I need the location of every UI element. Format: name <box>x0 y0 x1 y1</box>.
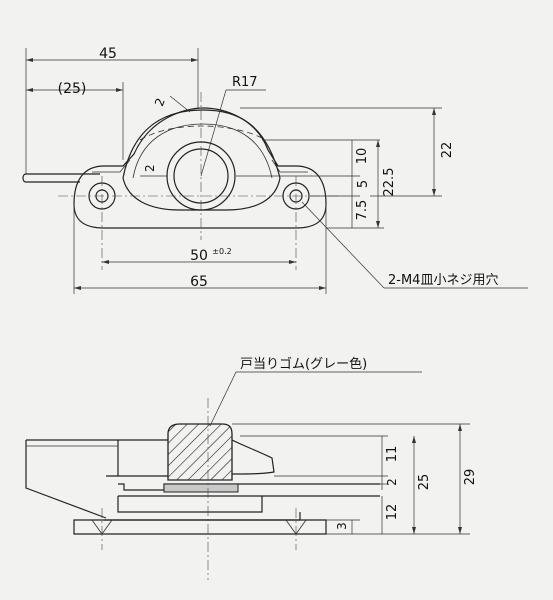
dim-50: 50 <box>190 248 208 264</box>
dim-50-tolerance: ±0.2 <box>212 247 231 256</box>
dim-3: 3 <box>335 522 349 530</box>
body-lower-contour <box>122 177 281 211</box>
dome-inner-line <box>132 123 273 179</box>
gasket <box>163 483 239 493</box>
slide-plate <box>118 483 380 497</box>
dim-29: 29 <box>463 469 478 486</box>
dim-22-5: 22.5 <box>382 168 397 197</box>
base-step <box>104 496 301 521</box>
dome-hidden-line <box>139 125 263 141</box>
dim-11: 11 <box>385 446 400 463</box>
leader-screw-hole <box>301 201 385 289</box>
housing-outline <box>25 439 168 519</box>
dim-2-side: 2 <box>385 478 399 486</box>
leader-stopper <box>209 371 237 427</box>
latch-tab <box>22 173 100 183</box>
leader-gap-top <box>169 95 191 113</box>
dim-10: 10 <box>355 148 370 165</box>
dim-12: 12 <box>385 504 400 521</box>
dim-25: (25) <box>58 81 87 97</box>
dim-22: 22 <box>440 142 455 159</box>
leader-r17 <box>200 89 227 177</box>
rubber-stopper <box>167 423 233 481</box>
callout-stopper: 戸当りゴム(グレー色) <box>240 356 367 372</box>
dim-5: 5 <box>356 180 371 188</box>
top-view: 45 (25) R17 2 2 10 5 7.5 22.5 <box>22 46 528 294</box>
side-view: 戸当りゴム(グレー色) 11 2 12 3 25 29 <box>25 356 478 580</box>
dim-r17: R17 <box>232 75 258 90</box>
callout-screw-hole: 2-M4皿小ネジ用穴 <box>388 273 498 288</box>
dim-7-5: 7.5 <box>355 200 370 221</box>
dome-outer <box>122 109 281 179</box>
dim-25-side: 25 <box>417 474 432 491</box>
dim-gap-top: 2 <box>152 96 168 108</box>
dim-45: 45 <box>99 46 117 62</box>
dim-gap-side: 2 <box>143 164 157 172</box>
dim-65: 65 <box>190 274 208 290</box>
base-plate <box>73 519 327 535</box>
stopper-cap <box>231 439 275 475</box>
